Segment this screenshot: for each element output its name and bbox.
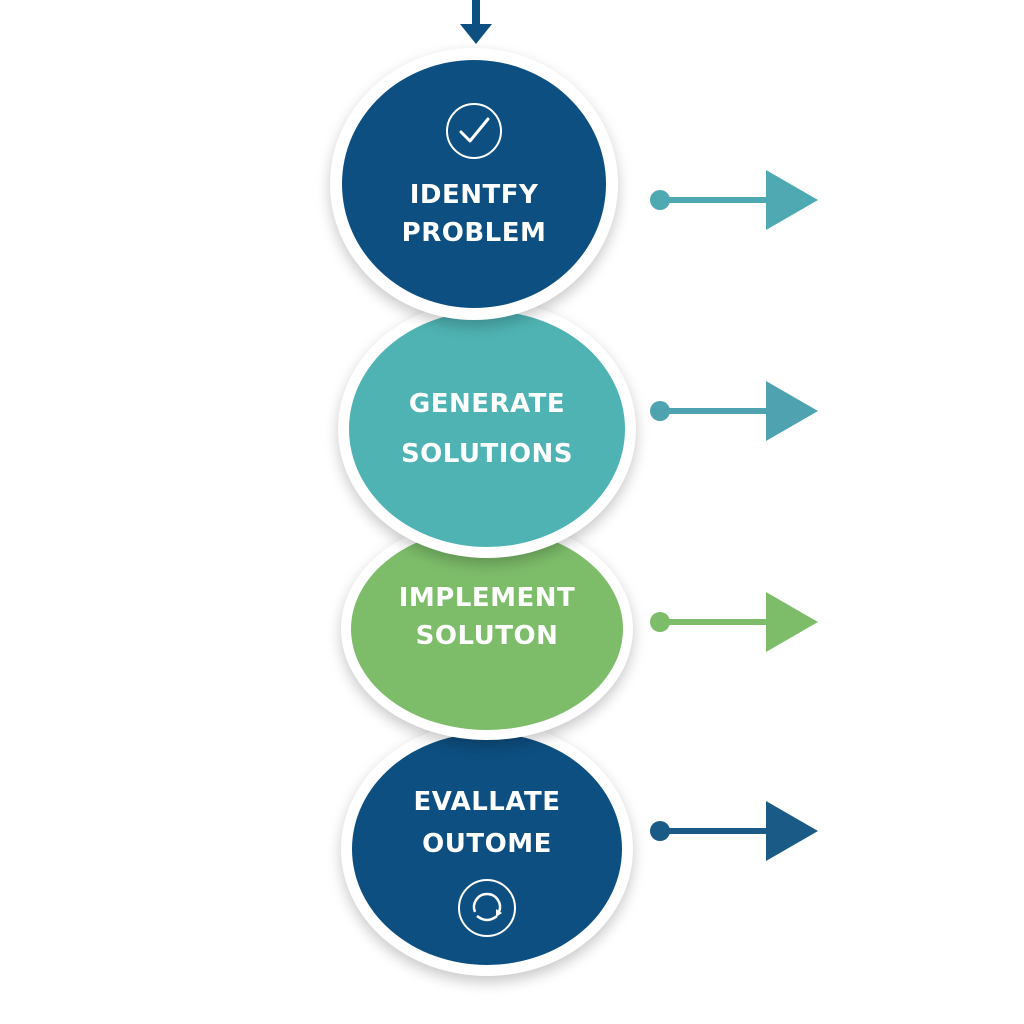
step-3-output-arrow-icon bbox=[650, 592, 818, 652]
step-label-line-2: OUTOME bbox=[422, 829, 552, 859]
cycle-icon bbox=[458, 879, 516, 938]
step-identify-problem: IDENTFY PROBLEM bbox=[330, 48, 618, 320]
step-generate-solutions: GENERATE SOLUTIONS bbox=[338, 300, 636, 558]
step-label-line-1: GENERATE bbox=[408, 388, 566, 419]
step-label-line-1: EVALLATE bbox=[413, 786, 561, 817]
step-label-line-1: IDENTFY bbox=[409, 179, 539, 210]
step-label-line-2: SOLUTON bbox=[415, 621, 559, 651]
step-2-output-arrow-icon bbox=[650, 381, 818, 441]
step-disc: IDENTFY PROBLEM bbox=[339, 57, 609, 311]
step-evaluate-outcome: EVALLATE OUTOME bbox=[341, 722, 633, 976]
step-4-output-arrow-icon bbox=[650, 801, 818, 861]
step-1-output-arrow-icon bbox=[650, 170, 818, 230]
step-label-line-2: SOLUTIONS bbox=[400, 439, 574, 469]
step-disc: IMPLEMENT SOLUTON bbox=[348, 525, 626, 733]
check-circle-icon bbox=[446, 102, 502, 159]
step-label-line-2: PROBLEM bbox=[401, 218, 547, 248]
step-disc: GENERATE SOLUTIONS bbox=[346, 308, 628, 550]
entry-arrow-icon bbox=[460, 0, 492, 44]
step-label-line-1: IMPLEMENT bbox=[398, 582, 576, 613]
step-disc: EVALLATE OUTOME bbox=[349, 730, 625, 968]
